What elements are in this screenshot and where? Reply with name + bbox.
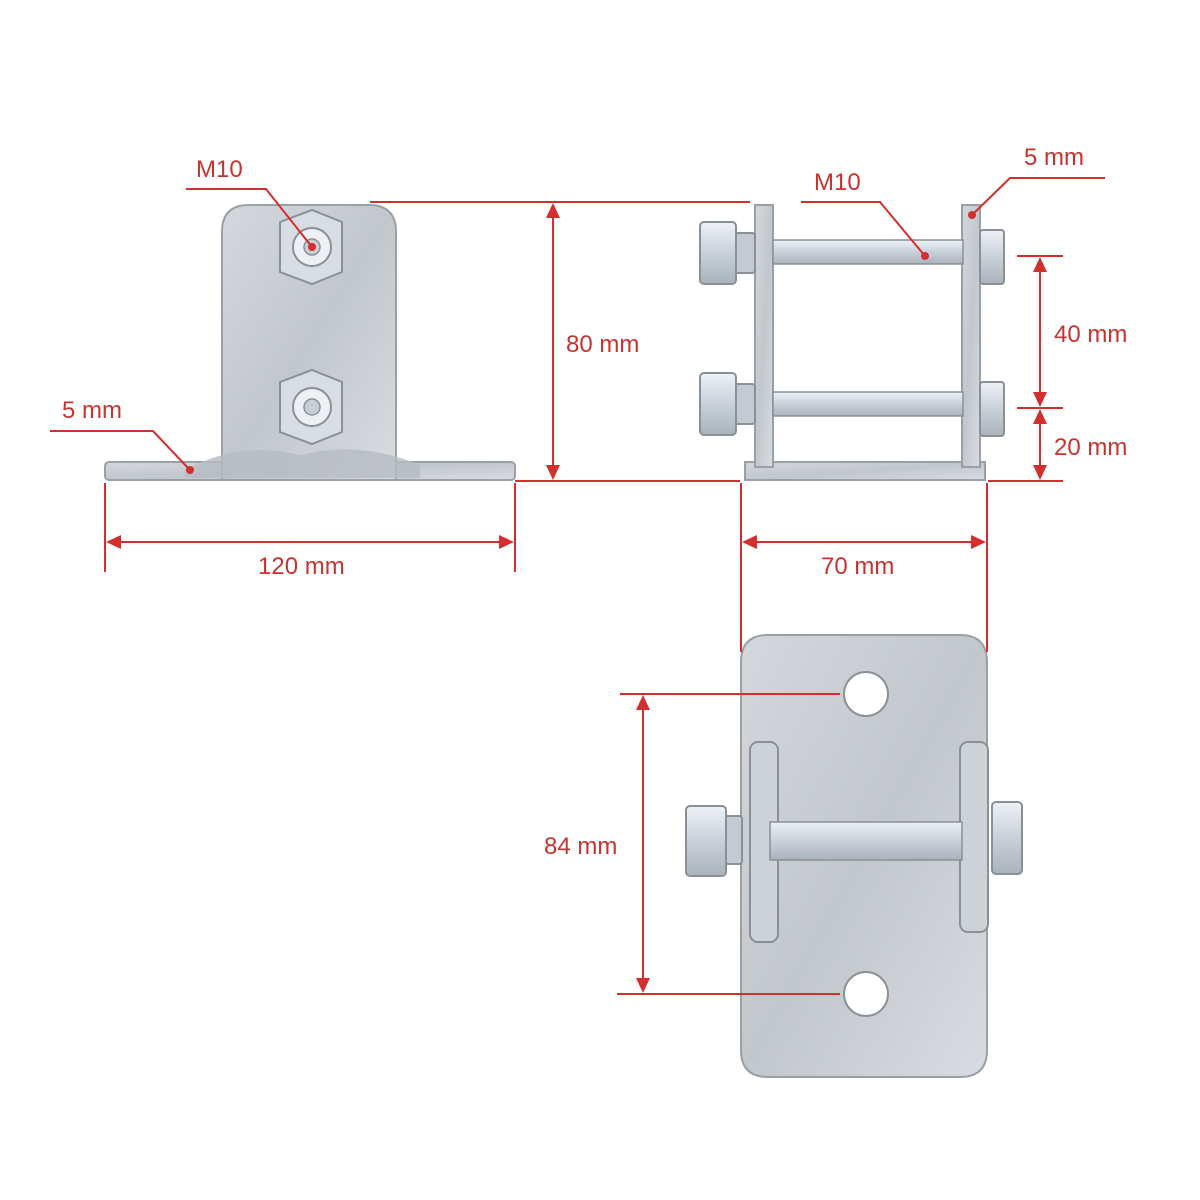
side-view-bracket [699,204,1005,481]
front-height-arrow-top [546,203,560,218]
side-right-plate [961,204,981,468]
side-thickness-leader [971,177,1105,216]
side-left-plate [754,204,774,468]
top-right-upright [959,741,989,933]
side-bolt-label: M10 [814,169,861,196]
side-bolt-spacing-label: 40 mm [1054,321,1127,348]
front-height-arrow-bottom [546,465,560,480]
front-width-arrow-right [499,535,514,549]
side-bolt-offset-label: 20 mm [1054,434,1127,461]
front-height-label: 80 mm [566,331,639,358]
top-hole-upper [843,671,889,717]
front-upright-plate [221,204,397,481]
side-spacing-arrow-bottom [1033,392,1047,407]
top-view-bracket [685,634,1023,1078]
side-thickness-leader-dot [968,211,976,219]
side-bolt-leader-dot [921,252,929,260]
front-view-bracket [104,204,516,481]
top-hole-spacing-label: 84 mm [544,833,617,860]
front-width-label: 120 mm [258,553,345,580]
side-base-plate [744,461,986,481]
dimension-lines [50,177,1105,995]
top-hole-arrow-bottom [636,978,650,993]
front-weld-bead [185,449,420,478]
front-width-arrow-left [106,535,121,549]
side-width-label: 70 mm [821,553,894,580]
side-spacing-arrow-top [1033,257,1047,272]
side-bolt-bottom [699,372,1005,437]
front-nut-bottom [279,368,343,446]
front-bolt-label: M10 [196,156,243,183]
side-width-arrow-left [742,535,757,549]
front-thickness-leader [50,430,191,471]
side-width-arrow-right [971,535,986,549]
front-thickness-leader-dot [186,466,194,474]
front-bolt-leader-dot [308,243,316,251]
side-thickness-label: 5 mm [1024,144,1084,171]
top-hole-lower [843,971,889,1017]
top-bolt [685,801,1023,877]
front-thickness-label: 5 mm [62,397,122,424]
side-offset-arrow-bottom [1033,465,1047,480]
front-bolt-leader [186,188,313,248]
side-bolt-top [699,221,1005,285]
side-offset-arrow-top [1033,409,1047,424]
top-hole-arrow-top [636,695,650,710]
side-bolt-leader [801,201,926,257]
